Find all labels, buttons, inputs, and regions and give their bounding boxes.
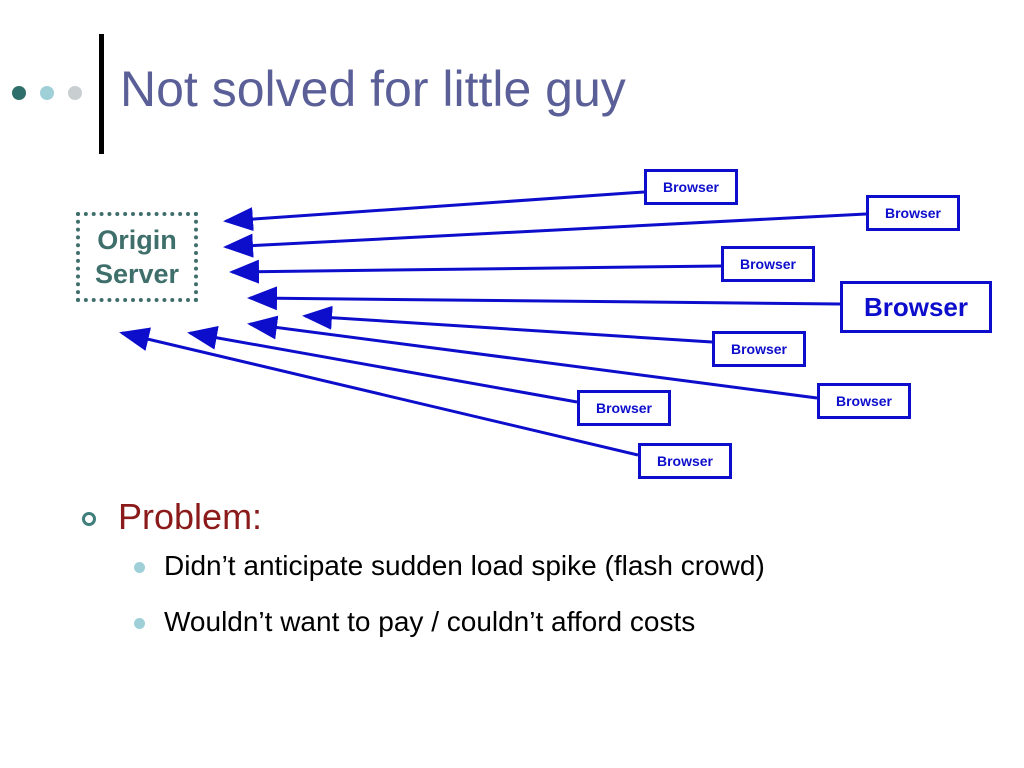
browser-box-7: Browser (577, 390, 671, 426)
bullet-item: Wouldn’t want to pay / couldn’t afford c… (80, 600, 980, 656)
bullet-text: Didn’t anticipate sudden load spike (fla… (164, 550, 765, 581)
origin-label-line2: Server (94, 259, 180, 289)
origin-server-box: Origin Server (76, 212, 198, 302)
request-arrow-6 (247, 315, 818, 400)
problem-heading-item: Problem: (80, 494, 980, 544)
browser-box-4: Browser (840, 281, 992, 333)
browser-box-2: Browser (866, 195, 960, 231)
decor-dot-3 (68, 86, 82, 100)
title-decoration-dots (12, 86, 92, 102)
request-arrow-1 (223, 190, 645, 232)
bullet-text: Wouldn’t want to pay / couldn’t afford c… (164, 606, 696, 637)
browser-box-5: Browser (712, 331, 806, 367)
slide-title: Not solved for little guy (120, 61, 626, 117)
dot-bullet-icon (134, 618, 145, 629)
request-arrow-8 (119, 327, 639, 457)
browser-box-1: Browser (644, 169, 738, 205)
problem-heading: Problem: (118, 496, 263, 537)
decor-dot-2 (40, 86, 54, 100)
bullet-item: Didn’t anticipate sudden load spike (fla… (80, 544, 980, 600)
request-arrow-3 (229, 259, 722, 284)
request-arrow-7 (187, 325, 578, 404)
browser-box-3: Browser (721, 246, 815, 282)
origin-label-line1: Origin (97, 225, 177, 255)
dot-bullet-icon (134, 562, 145, 573)
decor-dot-1 (12, 86, 26, 100)
request-arrows (119, 190, 867, 457)
request-arrow-5 (302, 305, 713, 344)
request-arrow-4 (247, 286, 841, 311)
ring-bullet-icon (82, 512, 96, 526)
title-divider-bar (99, 34, 104, 154)
content-bullets: Problem: Didn’t anticipate sudden load s… (80, 494, 980, 656)
browser-box-6: Browser (817, 383, 911, 419)
browser-box-8: Browser (638, 443, 732, 479)
request-arrow-2 (223, 212, 867, 258)
